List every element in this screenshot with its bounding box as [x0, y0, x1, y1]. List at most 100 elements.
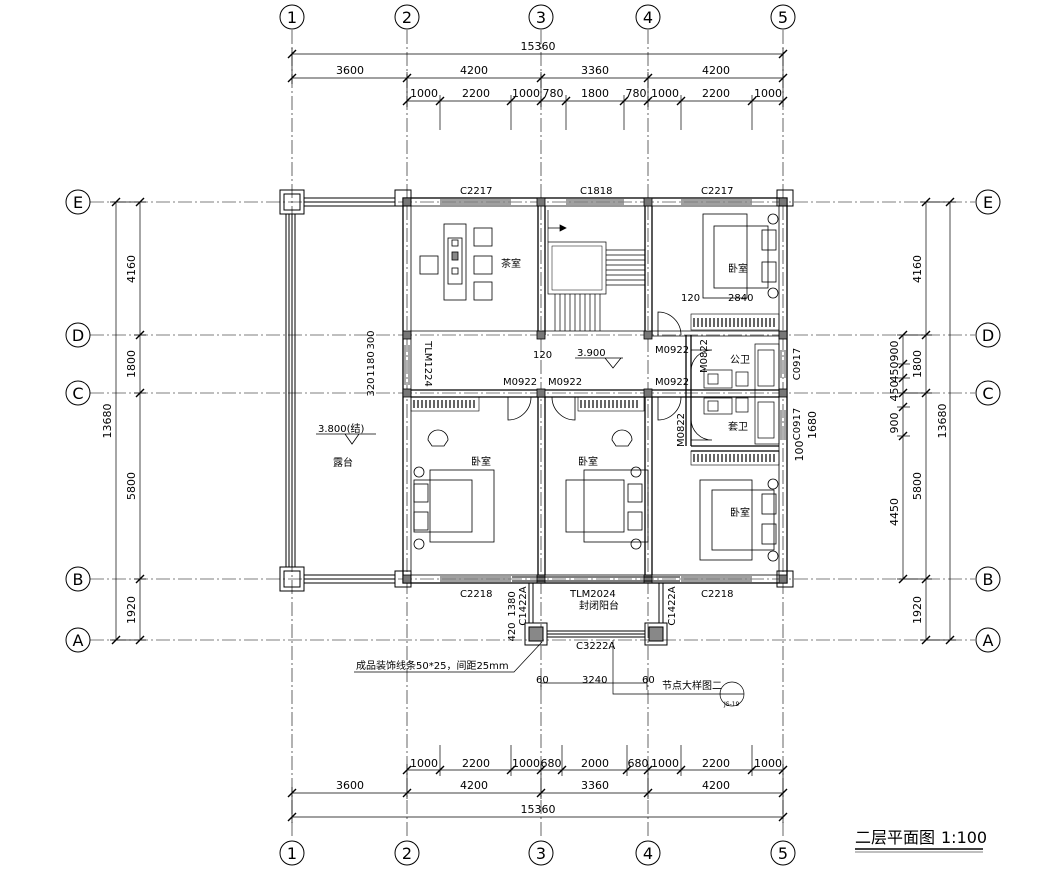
dim-bottom-detail-9: 1000 [754, 757, 782, 770]
room-bed-se: 卧室 [730, 506, 750, 519]
left-dimensions: 13680 4160 1800 5800 1920 [101, 197, 146, 645]
window-c1422a-left: C1422A [518, 586, 529, 625]
dim-left-total: 13680 [101, 404, 114, 439]
beds [413, 213, 779, 562]
axis-lines [90, 30, 975, 838]
right-dimensions: 13680 4160 1800 5800 1920 900 450 450 90… [793, 197, 956, 645]
leader-lines [354, 640, 745, 707]
drawing-scale: 1:100 [941, 828, 987, 847]
room-bed-s: 卧室 [578, 455, 598, 468]
note-trim: 成品装饰线条50*25，间距25mm [356, 659, 509, 672]
window-c3222a: C3222A [576, 641, 615, 652]
detail-ref: JS-19 [723, 701, 740, 708]
dim-bottom-detail-8: 2200 [702, 757, 730, 770]
window-c0917-a: C0917 [792, 348, 803, 380]
level-markers [316, 357, 623, 445]
dim-top-main-4: 4200 [702, 64, 730, 77]
tea-furniture [419, 223, 493, 301]
window-c1818: C1818 [580, 186, 612, 197]
dim-right-detail-450b: 450 [888, 381, 901, 402]
door-tlm2024: TLM2024 [569, 589, 616, 600]
door-m0922-c: M0922 [655, 377, 689, 388]
dim-right-main-2: 1800 [911, 350, 924, 378]
dim-right-main-4: 1920 [911, 596, 924, 624]
axis-label-B-left: B [73, 570, 84, 589]
dim-top-detail-1: 1000 [410, 87, 438, 100]
dim-top-detail-4: 780 [543, 87, 564, 100]
dim-top-detail-3: 1000 [512, 87, 540, 100]
door-m0922-d: M0922 [655, 345, 689, 356]
dim-top-detail-7: 1000 [651, 87, 679, 100]
windows [404, 199, 786, 582]
note-detail: 节点大样图二 [662, 679, 722, 692]
dim-label-1180: 1180 [366, 351, 377, 376]
axis-label-C-right: C [982, 384, 993, 403]
axis-label-5-bottom: 5 [778, 844, 788, 863]
dim-left-main-2: 1800 [125, 350, 138, 378]
dim-top-detail-9: 1000 [754, 87, 782, 100]
dim-right-detail-100: 100 [793, 441, 806, 462]
dim-label-60-right: 60 [642, 675, 655, 686]
dim-bottom-main-1: 3600 [336, 779, 364, 792]
dim-top-detail-5: 1800 [581, 87, 609, 100]
dim-label-120-b: 120 [533, 350, 552, 361]
dim-label-320: 320 [366, 377, 377, 396]
axis-label-4-bottom: 4 [643, 844, 653, 863]
dim-bottom-detail-6: 680 [628, 757, 649, 770]
door-tlm1224: TLM1224 [422, 340, 433, 387]
dim-right-main-3: 5800 [911, 472, 924, 500]
room-public-wc: 公卫 [730, 355, 750, 366]
dim-top-main-1: 3600 [336, 64, 364, 77]
dim-bottom-detail-7: 1000 [651, 757, 679, 770]
dim-right-detail-900b: 900 [888, 413, 901, 434]
dim-top-detail-8: 2200 [702, 87, 730, 100]
room-suite-wc: 套卫 [728, 420, 748, 433]
axis-label-E-left: E [73, 193, 83, 212]
window-c2218-right: C2218 [701, 589, 733, 600]
axis-label-2-top: 2 [402, 8, 412, 27]
dim-label-420: 420 [507, 622, 518, 641]
dim-top-total: 15360 [521, 40, 556, 53]
dim-top-detail-6: 780 [626, 87, 647, 100]
axis-label-1-bottom: 1 [287, 844, 297, 863]
dim-right-detail-900a: 900 [888, 341, 901, 362]
axis-label-2-bottom: 2 [402, 844, 412, 863]
dim-label-300: 300 [366, 330, 377, 349]
dim-right-detail-4450: 4450 [888, 498, 901, 526]
room-balcony: 封闭阳台 [579, 599, 619, 612]
room-terrace: 露台 [333, 456, 353, 469]
walls [402, 197, 788, 584]
axis-label-3-top: 3 [536, 8, 546, 27]
dim-bottom-detail-1: 1000 [410, 757, 438, 770]
door-m0822-a: M0822 [699, 339, 710, 373]
level-stair: 3.900 [577, 348, 606, 359]
dim-bottom-detail-4: 680 [541, 757, 562, 770]
stairwell [547, 210, 645, 331]
dim-bottom-detail-2: 2200 [462, 757, 490, 770]
drawing-title: 二层平面图 1:100 [855, 828, 987, 853]
dim-bottom-detail-5: 2000 [581, 757, 609, 770]
door-m0822-b: M0822 [676, 413, 687, 447]
dim-bottom-main-4: 4200 [702, 779, 730, 792]
dim-label-3240: 3240 [582, 675, 607, 686]
dim-top-detail-2: 2200 [462, 87, 490, 100]
dim-right-main-1: 4160 [911, 255, 924, 283]
axis-label-A-left: A [73, 631, 84, 650]
dim-left-main-4: 1920 [125, 596, 138, 624]
room-tea: 茶室 [501, 257, 521, 270]
bottom-dimensions: 1000 2200 1000 680 2000 680 1000 2200 10… [287, 745, 788, 823]
room-bed-sw: 卧室 [471, 455, 491, 468]
lounge-chairs [427, 429, 633, 447]
top-dimensions: 15360 3600 4200 3360 4200 1000 2200 1000… [287, 40, 788, 130]
dim-right-total: 13680 [936, 404, 949, 439]
dim-bottom-detail-3: 1000 [512, 757, 540, 770]
axis-label-C-left: C [72, 384, 83, 403]
bathroom-fixtures [703, 343, 780, 445]
dim-top-main-2: 4200 [460, 64, 488, 77]
dim-right-detail-1680: 1680 [806, 411, 819, 439]
wardrobe-hatch [413, 318, 775, 462]
dim-right-detail-450a: 450 [888, 362, 901, 383]
window-c2218-left: C2218 [460, 589, 492, 600]
dim-bottom-main-3: 3360 [581, 779, 609, 792]
